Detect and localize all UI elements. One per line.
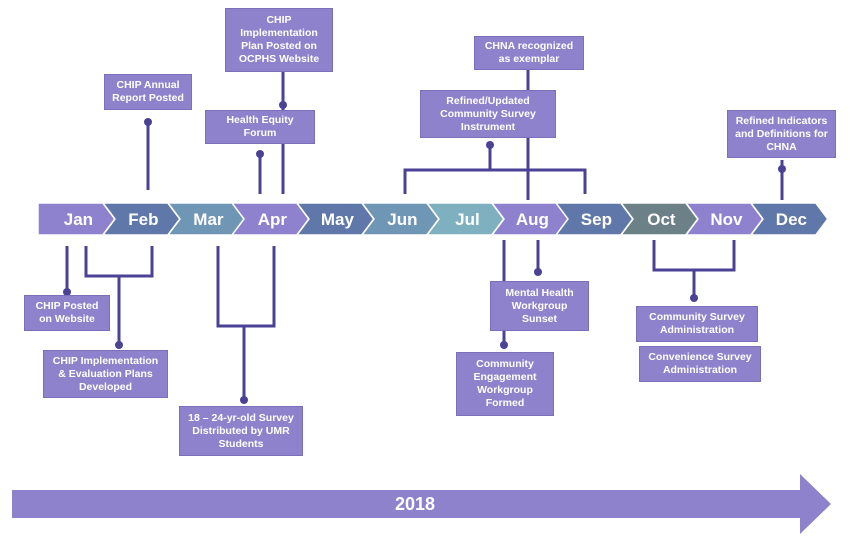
- event-chip-evaluation-plans: CHIP Implementation & Evaluation Plans D…: [43, 350, 168, 398]
- event-refined-survey-instrument: Refined/Updated Community Survey Instrum…: [420, 90, 556, 138]
- month-label: Dec: [776, 210, 807, 229]
- dot-chip-eval: [115, 341, 123, 349]
- month-chevron-oct: Oct: [621, 203, 699, 235]
- month-chevron-feb: Feb: [102, 203, 181, 235]
- event-chip-implementation-plan: CHIP Implementation Plan Posted on OCPHS…: [225, 8, 333, 72]
- month-label: Mar: [193, 210, 224, 229]
- dot-refined-survey: [486, 141, 494, 149]
- event-health-equity-forum: Health Equity Forum: [205, 110, 315, 144]
- month-label: May: [321, 210, 355, 229]
- month-chevron-jun: Jun: [362, 203, 440, 235]
- month-chevron-aug: Aug: [491, 203, 570, 235]
- event-chip-posted: CHIP Posted on Website: [24, 295, 110, 331]
- event-18-24-survey: 18 – 24-yr-old Survey Distributed by UMR…: [179, 406, 303, 456]
- month-chevron-nov: Nov: [686, 203, 764, 235]
- month-chevron-may: May: [297, 203, 375, 235]
- month-label: Apr: [258, 210, 288, 229]
- month-chevron-mar: Mar: [167, 203, 246, 235]
- month-label: Jan: [64, 210, 93, 229]
- dot-survey-1824: [240, 396, 248, 404]
- month-chevron-jul: Jul: [426, 203, 505, 235]
- month-chevron-dec: Dec: [750, 203, 829, 235]
- event-mental-health-sunset: Mental Health Workgroup Sunset: [490, 281, 589, 331]
- event-chna-recognized: CHNA recognized as exemplar: [474, 36, 584, 70]
- event-convenience-survey-admin: Convenience Survey Administration: [639, 346, 761, 382]
- year-arrow: [12, 474, 831, 534]
- month-label: Sep: [581, 210, 612, 229]
- dot-chip-annual: [144, 118, 152, 126]
- month-chevron-sep: Sep: [556, 203, 635, 235]
- month-label: Feb: [128, 210, 158, 229]
- dot-community-survey: [690, 294, 698, 302]
- dot-refined-indicators: [778, 165, 786, 173]
- event-chip-annual-report: CHIP Annual Report Posted: [104, 74, 192, 110]
- dot-chip-posted: [63, 288, 71, 296]
- event-community-survey-admin: Community Survey Administration: [636, 306, 758, 342]
- dot-chip-impl-plan: [279, 101, 287, 109]
- dot-mental-health: [534, 268, 542, 276]
- year-label: 2018: [395, 494, 436, 514]
- dot-health-equity: [256, 150, 264, 158]
- month-chevron-jan: Jan: [38, 203, 116, 235]
- month-label: Nov: [710, 210, 743, 229]
- event-community-engagement: Community Engagement Workgroup Formed: [456, 352, 554, 416]
- month-label: Aug: [515, 210, 548, 229]
- dot-community-engagement: [500, 341, 508, 349]
- event-refined-indicators: Refined Indicators and Definitions for C…: [727, 110, 836, 158]
- month-label: Jul: [455, 210, 480, 229]
- month-label: Jun: [387, 210, 417, 229]
- month-label: Oct: [647, 210, 676, 229]
- month-chevron-apr: Apr: [232, 203, 311, 235]
